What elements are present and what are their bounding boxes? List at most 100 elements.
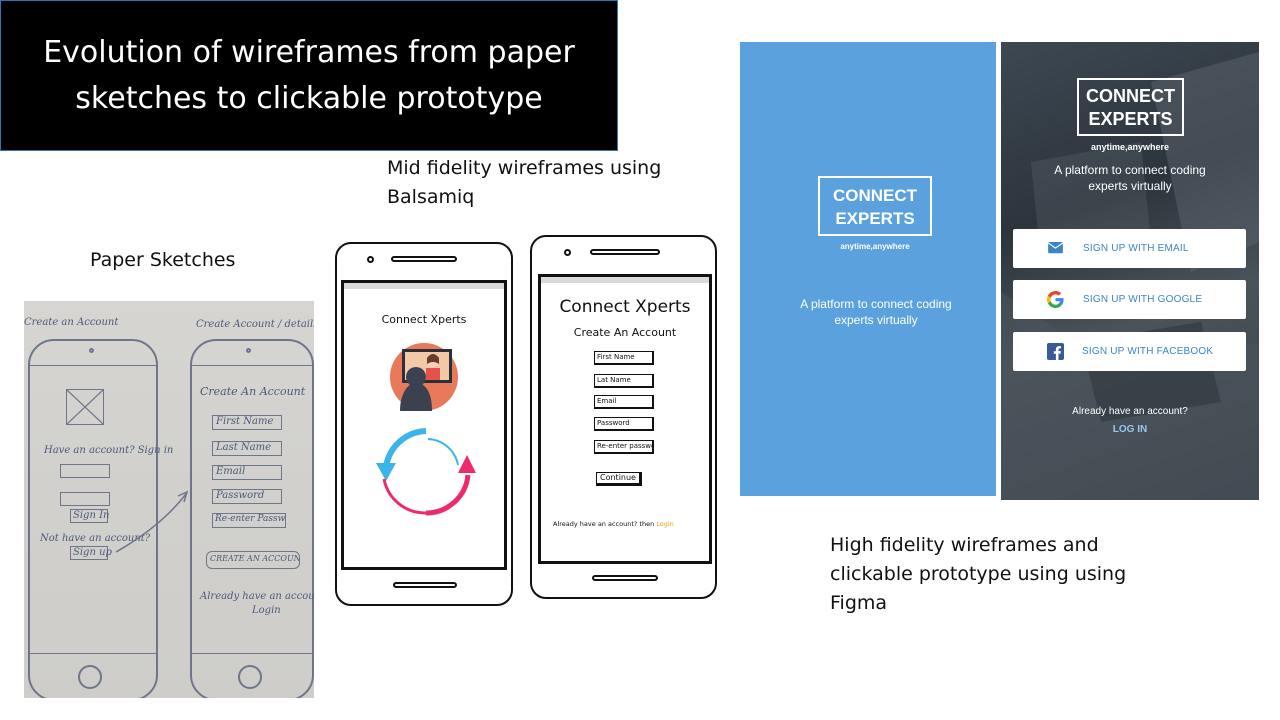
- sketch-left-text1: Have an account? Sign in: [44, 445, 174, 456]
- sketch-field-5: Re-enter Password: [212, 513, 286, 528]
- login-link[interactable]: Login: [656, 520, 674, 528]
- sketch-field-4-label: Password: [216, 490, 265, 501]
- already-account-text: Already have an account?: [1072, 406, 1188, 417]
- mid-fidelity-caption: Mid fidelity wireframes using Balsamiq: [387, 154, 661, 212]
- slide-title: Evolution of wireframes from paper sketc…: [43, 34, 575, 116]
- sketch-bottom-divider: [28, 653, 158, 654]
- login-prompt-text: Already have an account? then: [553, 520, 655, 528]
- title-banner: Evolution of wireframes from paper sketc…: [0, 0, 618, 151]
- app-name-label: Connect Xperts: [381, 313, 467, 326]
- balsamiq-screen-1: Connect Xperts: [341, 280, 507, 570]
- login-description: A platform to connect coding experts vir…: [1001, 162, 1259, 194]
- sketch-right-footer1: Already have an account?: [200, 591, 314, 602]
- video-call-illustration-icon: [390, 343, 458, 411]
- sketch-create-label: CREATE AN ACCOUNT: [210, 554, 300, 563]
- sketch-signup-label: Sign up: [73, 547, 112, 558]
- sketch-arrow-icon: [115, 490, 189, 553]
- sketch-signin-button: Sign In: [70, 509, 110, 523]
- email-field[interactable]: Email: [594, 395, 654, 409]
- facebook-icon: [1047, 343, 1064, 360]
- sketch-divider-right: [190, 365, 314, 366]
- phone-camera-icon: [367, 256, 374, 263]
- sketch-field-5-label: Re-enter Password: [215, 514, 286, 524]
- sketch-field-2: Last Name: [212, 441, 282, 456]
- splash-description-line1: A platform to connect coding: [800, 297, 952, 311]
- last-name-field[interactable]: Lat Name: [594, 374, 654, 388]
- splash-description: A platform to connect coding experts vir…: [740, 296, 1012, 328]
- sketch-field-1: First Name: [212, 415, 282, 430]
- sketch-input-2: [60, 492, 110, 506]
- login-logo-line2: EXPERTS: [1088, 109, 1173, 129]
- sketch-home-button-right: [238, 665, 262, 689]
- login-logo-line1: CONNECT: [1086, 86, 1175, 106]
- phone-bottom-speaker-2: [592, 575, 658, 581]
- sketch-right-title: Create An Account: [200, 385, 306, 398]
- sketch-field-4: Password: [212, 489, 282, 504]
- login-tagline: anytime,anywhere: [1090, 142, 1170, 152]
- figma-splash-screen: CONNECT EXPERTS anytime,anywhere A platf…: [740, 42, 996, 496]
- splash-tagline: anytime,anywhere: [840, 242, 910, 251]
- sketch-signin-label: Sign In: [73, 510, 110, 521]
- sketch-create-button: CREATE AN ACCOUNT: [206, 551, 300, 569]
- signup-google-label: SIGN UP WITH GOOGLE: [1083, 294, 1203, 305]
- splash-logo-line1: CONNECT: [832, 186, 918, 205]
- sketch-field-1-label: First Name: [216, 416, 274, 427]
- splash-description-line2: experts virtually: [834, 313, 918, 327]
- signup-facebook-label: SIGN UP WITH FACEBOOK: [1082, 346, 1214, 357]
- phone-bottom-speaker: [393, 582, 457, 588]
- sketch-field-3-label: Email: [216, 466, 246, 477]
- phone-speaker-2: [590, 249, 660, 255]
- sketch-phone-right: [190, 339, 314, 698]
- sketch-camera-right: [246, 348, 251, 353]
- sketch-left-text2: Not have an account?: [40, 533, 151, 544]
- sketch-input-1: [60, 464, 110, 478]
- paper-sketch-photo: Create an Account Create Account / detai…: [24, 301, 314, 698]
- high-fidelity-caption-line2: clickable prototype using using: [830, 563, 1127, 585]
- sketch-field-2-label: Last Name: [216, 442, 272, 453]
- balsamiq-screen-2: Connect Xperts Create An Account First N…: [538, 274, 712, 564]
- sketch-image-placeholder: [66, 389, 104, 425]
- app-name-title: Connect Xperts: [559, 297, 691, 317]
- status-bar-2: [541, 277, 709, 283]
- phone-speaker: [391, 256, 457, 262]
- splash-logo-line2: EXPERTS: [835, 209, 915, 228]
- sync-arrows-icon: [376, 428, 476, 516]
- login-link-button[interactable]: LOG IN: [1112, 424, 1148, 435]
- sketch-bottom-divider-right: [190, 653, 314, 654]
- signup-google-button[interactable]: SIGN UP WITH GOOGLE: [1013, 280, 1246, 319]
- sketch-signup-button: Sign up: [70, 546, 112, 560]
- first-name-field[interactable]: First Name: [594, 351, 654, 365]
- login-prompt: Already have an account? then Login: [553, 520, 674, 528]
- password-field[interactable]: Password: [594, 417, 654, 431]
- splash-logo: CONNECT EXPERTS: [818, 176, 932, 236]
- continue-button[interactable]: Continue: [596, 472, 642, 486]
- login-description-line2: experts virtually: [1088, 179, 1172, 193]
- balsamiq-phone-create-account: Connect Xperts Create An Account First N…: [530, 235, 717, 599]
- mid-fidelity-caption-line2: Balsamiq: [387, 186, 475, 208]
- sketch-camera: [89, 348, 94, 353]
- reenter-password-field[interactable]: Re-enter passwo: [594, 440, 654, 454]
- sketch-divider: [28, 365, 158, 366]
- figma-login-screen: CONNECT EXPERTS anytime,anywhere A platf…: [1001, 42, 1259, 500]
- signup-email-label: SIGN UP WITH EMAIL: [1083, 243, 1189, 254]
- login-description-line1: A platform to connect coding: [1054, 163, 1206, 177]
- paper-sketches-caption: Paper Sketches: [90, 249, 236, 271]
- sketch-right-footer2: Login: [252, 605, 281, 616]
- high-fidelity-caption-line3: Figma: [830, 592, 888, 614]
- email-icon: [1047, 242, 1064, 254]
- create-account-subtitle: Create An Account: [573, 326, 677, 339]
- sketch-right-header: Create Account / details: [196, 319, 314, 330]
- google-icon: [1047, 291, 1064, 308]
- mid-fidelity-caption-line1: Mid fidelity wireframes using: [387, 157, 662, 179]
- signup-email-button[interactable]: SIGN UP WITH EMAIL: [1013, 229, 1246, 268]
- sketch-home-button: [78, 665, 102, 689]
- login-logo: CONNECT EXPERTS: [1077, 78, 1184, 136]
- sketch-field-3: Email: [212, 465, 282, 480]
- balsamiq-phone-welcome: Connect Xperts: [335, 242, 513, 606]
- sketch-phone-left: [28, 339, 158, 698]
- status-bar: [344, 283, 504, 289]
- sketch-left-header: Create an Account: [24, 317, 119, 328]
- high-fidelity-caption-line1: High fidelity wireframes and: [830, 534, 1099, 556]
- signup-facebook-button[interactable]: SIGN UP WITH FACEBOOK: [1013, 332, 1246, 371]
- phone-camera-icon-2: [564, 249, 571, 256]
